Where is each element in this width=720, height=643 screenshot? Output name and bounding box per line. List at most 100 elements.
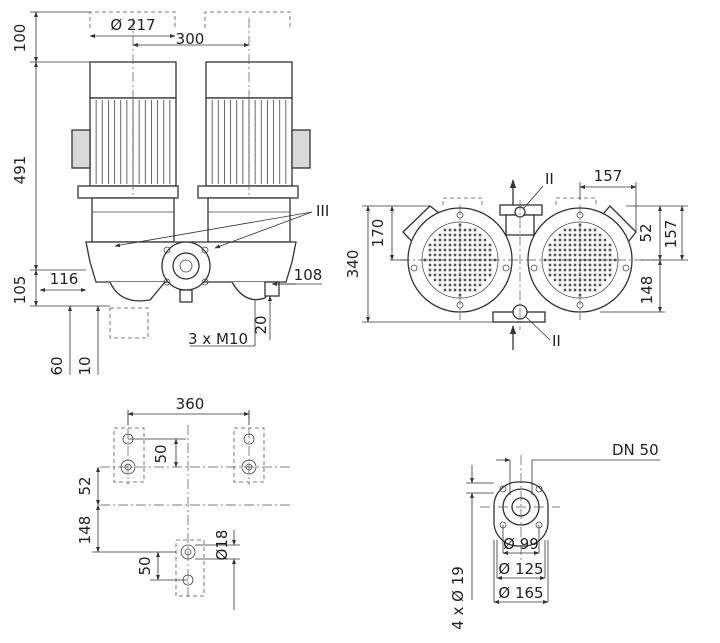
- grille-hole: [568, 283, 572, 287]
- grille-hole: [563, 283, 567, 287]
- grille-hole: [563, 248, 567, 252]
- grille-hole: [448, 243, 452, 247]
- grille-hole: [483, 253, 487, 257]
- grille-hole: [468, 233, 472, 237]
- dim-170: 170: [369, 219, 387, 248]
- grille-hole: [553, 238, 557, 242]
- grille-hole: [438, 283, 442, 287]
- grille-hole: [608, 268, 612, 272]
- grille-hole: [583, 273, 587, 277]
- grille-hole: [438, 253, 442, 257]
- grille-hole: [463, 283, 467, 287]
- thread-label: 3 x M10: [188, 330, 248, 348]
- grille-hole: [598, 248, 602, 252]
- grille-hole: [588, 248, 592, 252]
- grille-hole: [473, 243, 477, 247]
- dim-300: 300: [176, 30, 205, 48]
- grille-hole: [588, 243, 592, 247]
- grille-hole: [453, 283, 457, 287]
- grille-hole: [478, 253, 482, 257]
- grille-hole: [473, 278, 477, 282]
- grille-hole: [448, 288, 452, 292]
- dim-10: 10: [76, 356, 94, 375]
- grille-hole: [573, 283, 577, 287]
- grille-hole: [583, 263, 587, 267]
- marker-ii-bottom: II: [552, 332, 561, 350]
- grille-hole: [463, 253, 467, 257]
- grille-hole: [453, 243, 457, 247]
- grille-hole: [453, 248, 457, 252]
- grille-hole: [438, 268, 442, 272]
- grille-hole: [443, 283, 447, 287]
- grille-hole: [588, 273, 592, 277]
- grille-hole: [588, 238, 592, 242]
- dim-491: 491: [11, 156, 29, 185]
- grille-hole: [558, 263, 562, 267]
- grille-hole: [458, 238, 462, 242]
- grille-hole: [448, 278, 452, 282]
- grille-hole: [438, 233, 442, 237]
- grille-hole: [488, 253, 492, 257]
- grille-hole: [573, 228, 577, 232]
- grille-hole: [463, 273, 467, 277]
- grille-hole: [593, 238, 597, 242]
- grille-hole: [608, 253, 612, 257]
- grille-hole: [608, 263, 612, 267]
- grille-hole: [473, 263, 477, 267]
- grille-hole: [568, 243, 572, 247]
- grille-hole: [598, 278, 602, 282]
- grille-hole: [598, 243, 602, 247]
- dim-50-bottom: 50: [136, 556, 154, 575]
- grille-hole: [573, 248, 577, 252]
- grille-hole: [548, 248, 552, 252]
- grille-hole: [568, 273, 572, 277]
- grille-hole: [578, 238, 582, 242]
- grille-hole: [443, 278, 447, 282]
- grille-hole: [568, 238, 572, 242]
- grille-hole: [443, 233, 447, 237]
- grille-hole: [558, 283, 562, 287]
- grille-hole: [593, 248, 597, 252]
- grille-hole: [553, 253, 557, 257]
- dim-360: 360: [176, 395, 205, 413]
- grille-hole: [588, 253, 592, 257]
- grille-hole: [463, 263, 467, 267]
- grille-hole: [448, 253, 452, 257]
- grille-hole: [548, 268, 552, 272]
- grille-hole: [468, 238, 472, 242]
- grille-hole: [488, 268, 492, 272]
- grille-hole: [568, 248, 572, 252]
- grille-hole: [428, 273, 432, 277]
- grille-hole: [433, 258, 437, 262]
- grille-hole: [563, 263, 567, 267]
- grille-hole: [488, 273, 492, 277]
- marker-iii: III: [316, 202, 329, 220]
- grille-hole: [593, 288, 597, 292]
- dim-108: 108: [294, 266, 323, 284]
- grille-hole: [593, 263, 597, 267]
- grille-hole: [478, 233, 482, 237]
- grille-hole: [448, 228, 452, 232]
- grille-hole: [453, 278, 457, 282]
- grille-hole: [568, 278, 572, 282]
- grille-hole: [443, 263, 447, 267]
- grille-hole: [483, 243, 487, 247]
- grille-hole: [433, 278, 437, 282]
- grille-hole: [598, 283, 602, 287]
- grille-hole: [468, 283, 472, 287]
- marker-ii-top: II: [545, 170, 554, 188]
- grille-hole: [558, 243, 562, 247]
- grille-hole: [588, 278, 592, 282]
- grille-hole: [433, 248, 437, 252]
- grille-hole: [443, 238, 447, 242]
- grille-hole: [573, 253, 577, 257]
- grille-hole: [553, 268, 557, 272]
- grille-hole: [548, 263, 552, 267]
- grille-hole: [558, 278, 562, 282]
- grille-hole: [573, 233, 577, 237]
- grille-hole: [448, 248, 452, 252]
- grille-hole: [568, 263, 572, 267]
- grille-hole: [588, 263, 592, 267]
- dim-157-top: 157: [594, 167, 623, 185]
- grille-hole: [443, 268, 447, 272]
